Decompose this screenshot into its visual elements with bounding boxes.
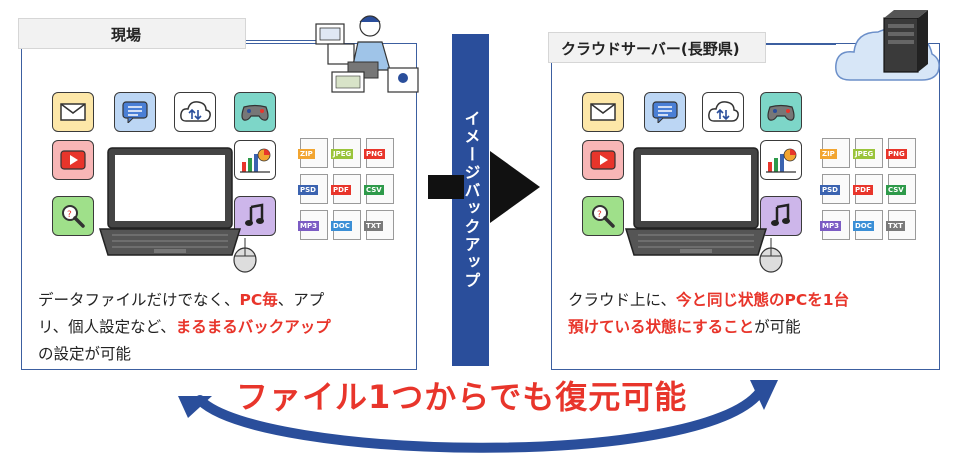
chart-icon (760, 140, 802, 180)
image-backup-band: イメージバックアップ (452, 34, 489, 366)
onsite-desc-line-3: の設定が可能 (38, 341, 410, 368)
music-note-icon (234, 196, 276, 236)
mouse-icon (233, 238, 257, 273)
restore-headline: ファイル1つからでも復元可能 (236, 378, 688, 416)
cloud-desc-line-2: 預けている状態にすることが可能 (568, 314, 928, 341)
onsite-label-text: 現場 (111, 26, 142, 44)
png-file-tag: PNG (886, 149, 907, 159)
file-icons-grid-left: ZIP JPEG PNG PSD PDF CSV MP3 DOC TXT (296, 138, 406, 248)
doc-file-tag: DOC (331, 221, 352, 231)
txt-file-icon: TXT (364, 210, 394, 240)
desc-text: リ、個人設定など、 (38, 318, 176, 336)
csv-file-icon: CSV (364, 174, 394, 204)
csv-file-icon: CSV (886, 174, 916, 204)
search-icon: ? (582, 196, 624, 236)
video-play-icon (582, 140, 624, 180)
onsite-label: 現場 (18, 18, 246, 49)
cloud-server-label: クラウドサーバー(長野県) (548, 32, 766, 63)
png-file-tag: PNG (364, 149, 385, 159)
mail-icon (52, 92, 94, 132)
cloud-sync-icon (174, 92, 216, 132)
mp3-file-tag: MP3 (820, 221, 841, 231)
desc-text: データファイルだけでなく、 (38, 291, 240, 309)
laptop-icon (98, 147, 242, 256)
mail-icon (582, 92, 624, 132)
desc-text: が可能 (754, 318, 801, 336)
mp3-file-icon: MP3 (298, 210, 328, 240)
desc-highlight: 預けている状態にすること (568, 318, 755, 336)
onsite-desc-line-1: データファイルだけでなく、PC毎、アプ (38, 287, 410, 314)
onsite-desc-line-2: リ、個人設定など、まるまるバックアップ (38, 314, 410, 341)
desc-text: クラウド上に、 (568, 291, 677, 309)
svg-text:?: ? (67, 210, 72, 220)
gamepad-icon (760, 92, 802, 132)
csv-file-tag: CSV (886, 185, 906, 195)
desc-highlight: 今と同じ状態のPCを1台 (676, 291, 850, 309)
chart-icon (234, 140, 276, 180)
zip-file-icon: ZIP (820, 138, 850, 168)
psd-file-tag: PSD (820, 185, 840, 195)
chat-icon (114, 92, 156, 132)
zip-file-tag: ZIP (298, 149, 315, 159)
office-worker-illustration (315, 15, 419, 93)
jpeg-file-icon: JPEG (331, 138, 361, 168)
cloud-label-line (766, 44, 836, 45)
desc-text: の設定が可能 (38, 345, 132, 363)
psd-file-icon: PSD (820, 174, 850, 204)
png-file-icon: PNG (886, 138, 916, 168)
image-backup-text: イメージバックアップ (461, 110, 481, 290)
zip-file-tag: ZIP (820, 149, 837, 159)
file-icons-grid-right: ZIP JPEG PNG PSD PDF CSV MP3 DOC TXT (818, 138, 928, 248)
music-note-icon (760, 196, 802, 236)
pdf-file-tag: PDF (853, 185, 873, 195)
jpeg-file-icon: JPEG (853, 138, 883, 168)
png-file-icon: PNG (364, 138, 394, 168)
cloud-desc-line-1: クラウド上に、今と同じ状態のPCを1台 (568, 287, 928, 314)
cloud-sync-icon (702, 92, 744, 132)
pdf-file-tag: PDF (331, 185, 351, 195)
mouse-icon (759, 238, 783, 273)
mp3-file-tag: MP3 (298, 221, 319, 231)
desc-highlight: PC毎 (239, 291, 278, 309)
pdf-file-icon: PDF (853, 174, 883, 204)
doc-file-icon: DOC (331, 210, 361, 240)
cloud-server-icon (835, 10, 940, 81)
video-play-icon (52, 140, 94, 180)
onsite-description: データファイルだけでなく、PC毎、アプ リ、個人設定など、まるまるバックアップ … (38, 287, 410, 368)
txt-file-tag: TXT (364, 221, 383, 231)
csv-file-tag: CSV (364, 185, 384, 195)
psd-file-icon: PSD (298, 174, 328, 204)
right-arrow-icon (428, 151, 540, 223)
desc-highlight: まるまるバックアップ (175, 318, 331, 336)
txt-file-icon: TXT (886, 210, 916, 240)
desc-text: 、アプ (277, 291, 325, 309)
svg-text:?: ? (597, 210, 602, 220)
gamepad-icon (234, 92, 276, 132)
cloud-server-description: クラウド上に、今と同じ状態のPCを1台 預けている状態にすることが可能 (568, 287, 928, 341)
doc-file-icon: DOC (853, 210, 883, 240)
doc-file-tag: DOC (853, 221, 874, 231)
search-icon: ? (52, 196, 94, 236)
mp3-file-icon: MP3 (820, 210, 850, 240)
psd-file-tag: PSD (298, 185, 318, 195)
pdf-file-icon: PDF (331, 174, 361, 204)
jpeg-file-tag: JPEG (331, 149, 354, 159)
cloud-server-label-text: クラウドサーバー(長野県) (561, 40, 740, 58)
onsite-label-line (246, 40, 326, 41)
zip-file-icon: ZIP (298, 138, 328, 168)
txt-file-tag: TXT (886, 221, 905, 231)
jpeg-file-tag: JPEG (853, 149, 876, 159)
laptop-icon (624, 147, 768, 256)
chat-icon (644, 92, 686, 132)
